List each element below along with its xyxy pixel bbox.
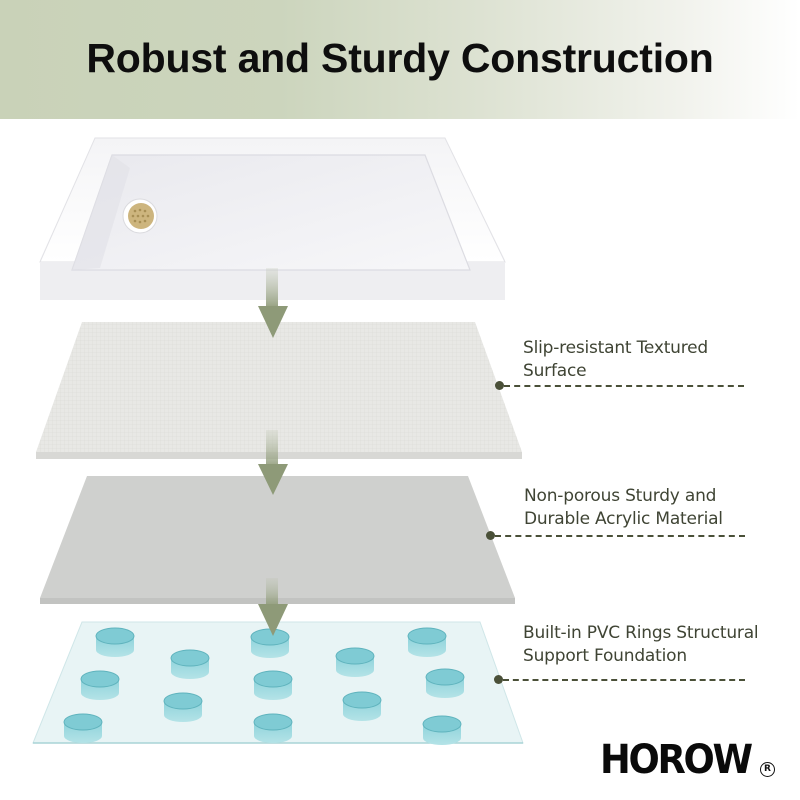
callout-pvc-rings: Built-in PVC Rings Structural Support Fo… xyxy=(523,622,759,668)
pvc-ring-icon xyxy=(407,627,447,657)
pvc-ring-icon xyxy=(250,628,290,658)
pvc-rings xyxy=(63,627,465,745)
pvc-ring-icon xyxy=(63,713,103,743)
callout-line-1: Non-porous Sturdy and xyxy=(524,486,717,506)
page-title: Robust and Sturdy Construction xyxy=(86,35,714,81)
callout-leader-line xyxy=(495,535,745,537)
pvc-ring-icon xyxy=(253,713,293,743)
pvc-ring-icon xyxy=(80,670,120,700)
pvc-ring-icon xyxy=(95,627,135,657)
pvc-ring-icon xyxy=(170,649,210,679)
callout-leader-line xyxy=(504,385,744,387)
callout-line-1: Slip-resistant Textured xyxy=(523,338,709,358)
callout-line-2: Durable Acrylic Material xyxy=(524,509,723,529)
callout-leader-line xyxy=(503,679,745,681)
registered-mark-icon: R xyxy=(760,762,775,777)
callout-dot xyxy=(494,675,503,684)
callout-line-1: Built-in PVC Rings Structural xyxy=(523,623,759,643)
down-arrow-icon xyxy=(258,268,288,338)
callout-line-2: Surface xyxy=(523,361,587,381)
down-arrow-icon xyxy=(258,578,288,636)
callout-dot xyxy=(495,381,504,390)
pvc-ring-icon xyxy=(422,715,462,745)
callout-textured-surface: Slip-resistant Textured Surface xyxy=(523,337,708,383)
brand-logo: HOROW xyxy=(600,737,753,783)
pvc-ring-icon xyxy=(253,670,293,700)
callout-line-2: Support Foundation xyxy=(523,646,687,666)
pvc-ring-icon xyxy=(342,691,382,721)
pvc-ring-icon xyxy=(425,668,465,698)
callout-acrylic-material: Non-porous Sturdy and Durable Acrylic Ma… xyxy=(524,485,723,531)
drain-icon xyxy=(128,203,154,229)
pvc-ring-icon xyxy=(163,692,203,722)
callout-dot xyxy=(486,531,495,540)
textured-surface-layer xyxy=(36,322,522,459)
down-arrow-icon xyxy=(258,430,288,495)
pvc-ring-icon xyxy=(335,647,375,677)
shower-base-tray xyxy=(39,137,506,300)
header-banner: Robust and Sturdy Construction xyxy=(0,0,800,119)
